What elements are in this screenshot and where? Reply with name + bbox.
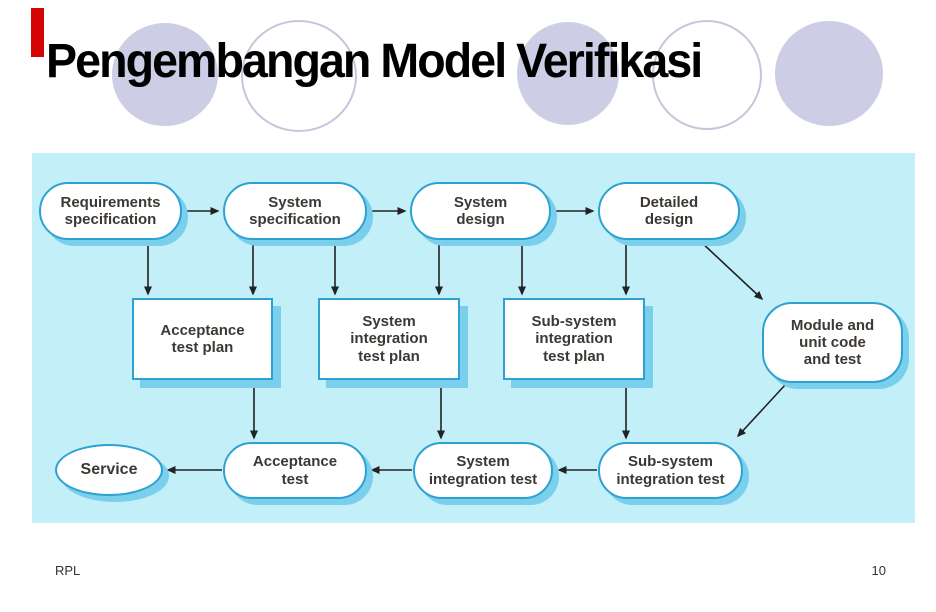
node-subsystem-integration-test-plan: Sub-system integration test plan xyxy=(503,298,645,380)
node-module-and-unit-code-and-test: Module and unit code and test xyxy=(762,302,903,383)
node-detailed-design: Detailed design xyxy=(598,182,740,240)
node-subsystem-integration-test: Sub-system integration test xyxy=(598,442,743,499)
arrow-moduletest-subsystest xyxy=(736,383,787,438)
node-acceptance-test: Acceptance test xyxy=(223,442,367,499)
node-system-integration-test: System integration test xyxy=(413,442,553,499)
decorative-circle-5 xyxy=(775,21,883,126)
decorative-circle-4 xyxy=(652,20,762,130)
node-system-specification: System specification xyxy=(223,182,367,240)
footer-course-label: RPL xyxy=(55,563,81,578)
node-acceptance-test-plan: Acceptance test plan xyxy=(132,298,273,380)
node-system-design: System design xyxy=(410,182,551,240)
page-number: 10 xyxy=(871,563,886,578)
red-accent-bar xyxy=(31,8,44,57)
slide-title: Pengembangan Model Verifikasi xyxy=(46,35,703,88)
v-model-diagram-panel: Requirements specification System specif… xyxy=(32,153,915,523)
node-service: Service xyxy=(55,444,163,496)
node-requirements-specification: Requirements specification xyxy=(39,182,182,240)
arrow-detdesign-moduletest xyxy=(699,240,764,301)
decorative-circle-1 xyxy=(112,23,218,126)
decorative-circle-2 xyxy=(241,20,357,132)
decorative-circle-3 xyxy=(517,22,619,125)
node-system-integration-test-plan: System integration test plan xyxy=(318,298,460,380)
